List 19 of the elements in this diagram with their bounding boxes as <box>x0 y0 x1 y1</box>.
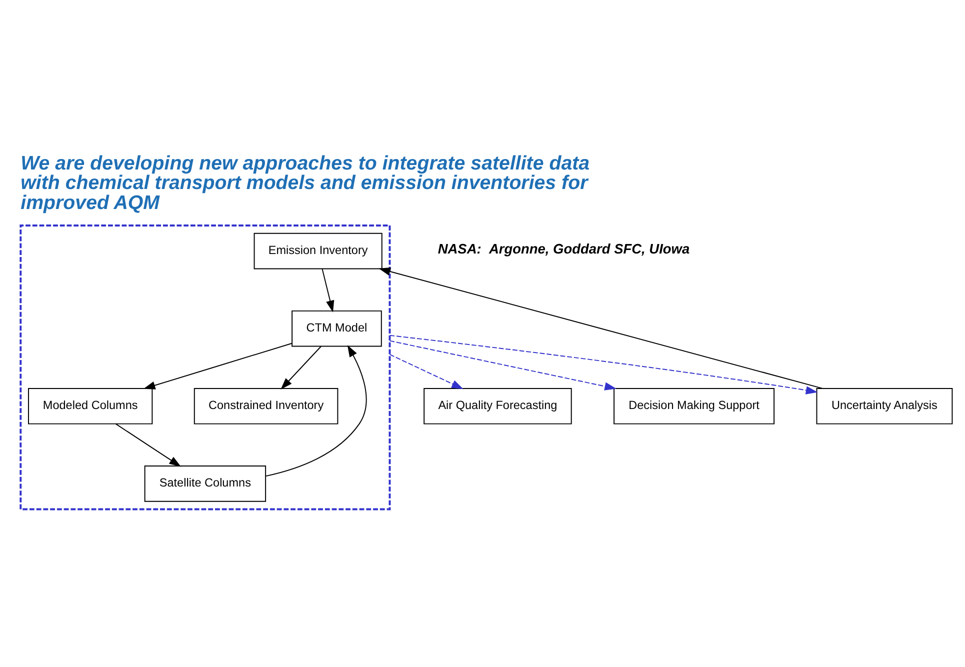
arrow <box>265 344 367 476</box>
node-box: Modeled Columns <box>28 388 153 424</box>
node-box: Uncertainty Analysis <box>816 388 953 424</box>
arrow <box>143 342 292 389</box>
node-box: Satellite Columns <box>144 465 266 502</box>
arrow <box>322 268 334 312</box>
label: NASA: Argonne, Goddard SFC, UIowa <box>438 241 690 256</box>
diagram-title: We are developing new approaches to integrate satellite data with chemical transport models and emission inventories for improved AQM <box>20 152 590 214</box>
arrow <box>389 334 818 394</box>
arrow <box>389 353 464 389</box>
node-box: Decision Making Support <box>614 388 775 424</box>
arrow <box>115 422 182 466</box>
arrow <box>280 345 322 390</box>
node-box: Emission Inventory <box>254 232 382 269</box>
node-box: Air Quality Forecasting <box>424 388 572 424</box>
node-box: Constrained Inventory <box>194 388 338 424</box>
node-box: CTM Model <box>292 310 382 346</box>
arrow <box>378 267 823 388</box>
arrow <box>389 340 616 390</box>
